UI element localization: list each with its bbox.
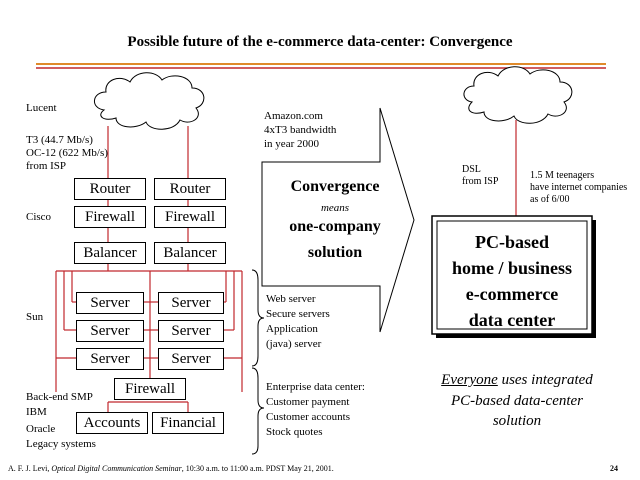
everyone-line2: PC-based data-center [450,393,584,409]
firewall-box-1: Firewall [74,206,146,228]
footer-time: , 10:30 a.m. to 11:00 a.m. PDST May 21, … [181,464,334,473]
label-year-2000: in year 2000 [264,138,319,150]
pc-box-line1: PC-based [474,232,549,252]
firewall-box-2: Firewall [154,206,226,228]
label-oracle: Oracle [26,423,56,435]
footer-seminar: Optical Digital Communication Seminar [51,464,182,473]
label-web-server: Web server [266,293,316,305]
label-4xt3: 4xT3 bandwidth [264,124,337,136]
label-enterprise: Enterprise data center: [266,381,365,393]
label-sun: Sun [26,311,44,323]
accounts-box: Accounts [76,412,148,434]
convergence-heading: Convergence [290,178,380,195]
firewall-box-3: Firewall [114,378,186,400]
footer-author: A. F. J. Levi, [8,464,52,473]
one-company-line2: solution [307,244,363,261]
label-dsl-isp: from ISP [462,176,499,187]
balancer-box-2: Balancer [154,242,226,264]
pc-box-inner [436,220,588,330]
internet-cloud-right [463,66,573,124]
label-lucent: Lucent [26,102,57,114]
server-box-6: Server [158,348,224,370]
label-internet-companies: have internet companies [530,182,628,193]
label-application: Application [266,323,318,335]
brace-web-tier [251,269,265,367]
everyone-line3: solution [492,413,542,429]
label-backend-smp: Back-end SMP [26,391,93,403]
label-java-server: (java) server [266,338,322,350]
everyone-line1: Everyone uses integrated [412,372,622,389]
everyone-rest: uses integrated [497,372,593,388]
everyone-underlined: Everyone [441,372,498,388]
label-customer-accounts: Customer accounts [266,411,351,423]
label-cisco: Cisco [26,211,52,223]
label-ibm: IBM [26,406,47,418]
label-amazon: Amazon.com [264,110,323,122]
pc-box-line2: home / business [451,258,573,278]
server-box-3: Server [76,320,144,342]
footer-credit: A. F. J. Levi, Optical Digital Communica… [8,464,334,473]
label-teenagers: 1.5 M teenagers [530,170,595,181]
label-customer-payment: Customer payment [266,396,350,408]
label-stock-quotes: Stock quotes [266,426,323,438]
page-number: 24 [610,464,618,473]
label-t3: T3 (44.7 Mb/s) [26,134,93,146]
label-secure-servers: Secure servers [266,308,330,320]
label-dsl: DSL [462,164,481,175]
server-box-5: Server [76,348,144,370]
server-box-4: Server [158,320,224,342]
label-legacy: Legacy systems [26,438,96,450]
server-box-2: Server [158,292,224,314]
label-oc12: OC-12 (622 Mb/s) [26,147,108,159]
slide-title: Possible future of the e-commerce data-c… [127,34,513,50]
financial-box: Financial [152,412,224,434]
brace-enterprise [251,367,265,455]
server-box-1: Server [76,292,144,314]
pc-box-line4: data center [468,310,556,330]
convergence-arrow [261,107,415,333]
label-from-isp: from ISP [26,160,67,172]
pc-box-line3: e-commerce [465,284,559,304]
router-box-1: Router [74,178,146,200]
balancer-box-1: Balancer [74,242,146,264]
internet-cloud-left [94,72,205,130]
router-box-2: Router [154,178,226,200]
means-label: means [320,202,350,214]
one-company-line1: one-company [289,218,381,235]
label-as-of: as of 6/00 [530,194,570,205]
